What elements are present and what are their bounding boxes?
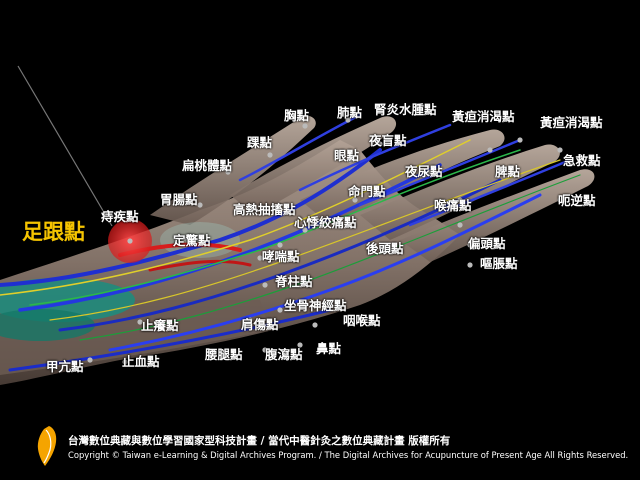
- point-label-jiawan: 甲亢點: [46, 359, 84, 374]
- point-label-asthma: 哮喘點: [262, 249, 300, 264]
- point-label-stop-bleed: 止血點: [122, 354, 160, 369]
- point-label-calm-shock: 定驚點: [173, 233, 211, 248]
- point-label-mingmen: 命門點: [348, 184, 386, 199]
- point-label-back-leg: 腰腿點: [205, 347, 243, 362]
- point-label-hemorrhoid: 痔疾點: [101, 209, 139, 224]
- point-label-fever-convulsion: 高熱抽搐點: [233, 202, 296, 217]
- point-label-lung: 肺點: [337, 105, 363, 120]
- point-label-pharynx: 咽喉點: [343, 313, 381, 328]
- point-label-shoulder-pain: 肩傷點: [241, 317, 279, 332]
- point-label-sciatic: 坐骨神經點: [284, 298, 347, 313]
- point-label-chest: 胸點: [284, 108, 310, 123]
- point-label-migraine: 偏頭點: [468, 236, 506, 251]
- point-label-eye: 眼點: [334, 148, 360, 163]
- point-label-throat-pain: 喉痛點: [434, 198, 472, 213]
- point-label-back-head: 後頭點: [366, 241, 404, 256]
- footer-copyright-english: Copyright © Taiwan e-Learning & Digital …: [68, 450, 629, 460]
- point-label-tonsil: 扁桃體點: [182, 158, 233, 173]
- point-label-jaundice-2: 黃疸消渴點: [540, 115, 603, 130]
- point-label-palpitation: 心悸絞痛點: [294, 215, 357, 230]
- point-label-nose: 鼻點: [316, 341, 342, 356]
- point-label-jaundice-1: 黃疸消渴點: [452, 109, 515, 124]
- taiwan-map-logo: [37, 426, 57, 466]
- point-label-nephritis: 腎炎水腫點: [374, 102, 437, 117]
- finger-thumb: [150, 115, 316, 225]
- point-label-ankle: 踝點: [247, 135, 273, 150]
- needle: [17, 65, 113, 227]
- footer-copyright-chinese: 台灣數位典藏與數位學習國家型科技計畫 / 當代中醫針灸之數位典藏計畫 版權所有: [68, 435, 451, 447]
- point-label-stop-itch: 止癢點: [141, 318, 179, 333]
- point-label-diarrhea: 腹瀉點: [265, 347, 303, 362]
- main-point-label: 足跟點: [22, 220, 85, 244]
- point-label-vomit-bloating: 嘔脹點: [480, 256, 518, 271]
- finger-middle: [300, 129, 505, 225]
- point-label-spine: 脊柱點: [275, 274, 313, 289]
- point-label-rescue: 急救點: [563, 153, 601, 168]
- point-label-spleen: 脾點: [495, 164, 521, 179]
- finger-index: [230, 116, 397, 215]
- point-label-hiccup: 呃逆點: [558, 193, 596, 208]
- point-label-stomach-intestine: 胃腸點: [160, 192, 198, 207]
- point-label-nocturia: 夜尿點: [405, 164, 443, 179]
- point-label-night-blind: 夜盲點: [369, 133, 407, 148]
- finger-ring: [360, 144, 560, 240]
- point-markers: [87, 117, 563, 365]
